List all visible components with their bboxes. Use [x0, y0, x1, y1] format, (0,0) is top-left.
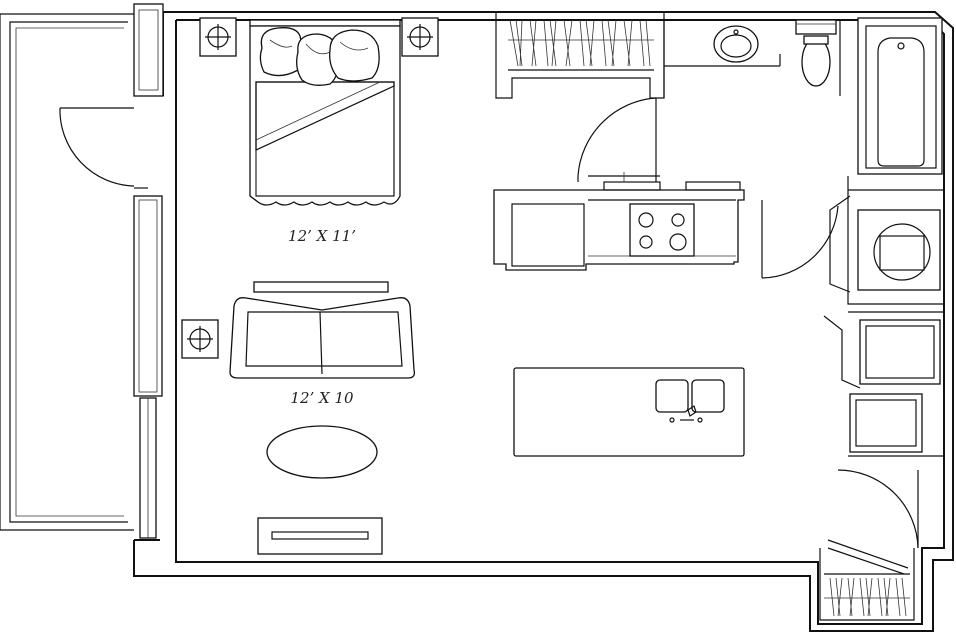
nightstand-left [199, 17, 237, 57]
bed [249, 19, 401, 206]
bedroom-dimension-label: 12’ X 11’ [288, 227, 356, 245]
entry-closet [819, 539, 915, 621]
balcony-door [59, 107, 135, 187]
nightstand-right [401, 17, 439, 57]
entry-door [837, 469, 919, 549]
kitchen-sink [655, 379, 725, 423]
bathroom-door [577, 97, 657, 182]
laundry-door [761, 200, 839, 279]
living-dimension-label: 12’ X 10 [290, 389, 354, 407]
stove [629, 203, 695, 257]
window-wall [133, 3, 164, 539]
closet [495, 12, 665, 99]
coffee-table [266, 425, 378, 479]
laundry-closet [829, 176, 944, 305]
tv-stand [257, 517, 383, 555]
bathroom-sink [713, 25, 759, 63]
bathroom [663, 20, 841, 98]
balcony [0, 13, 134, 531]
side-table-lamp [181, 319, 219, 359]
toilet [795, 19, 837, 87]
utility-closet [823, 311, 944, 457]
sofa [229, 281, 416, 379]
bathtub [857, 17, 943, 175]
kitchen-counter [493, 172, 745, 271]
